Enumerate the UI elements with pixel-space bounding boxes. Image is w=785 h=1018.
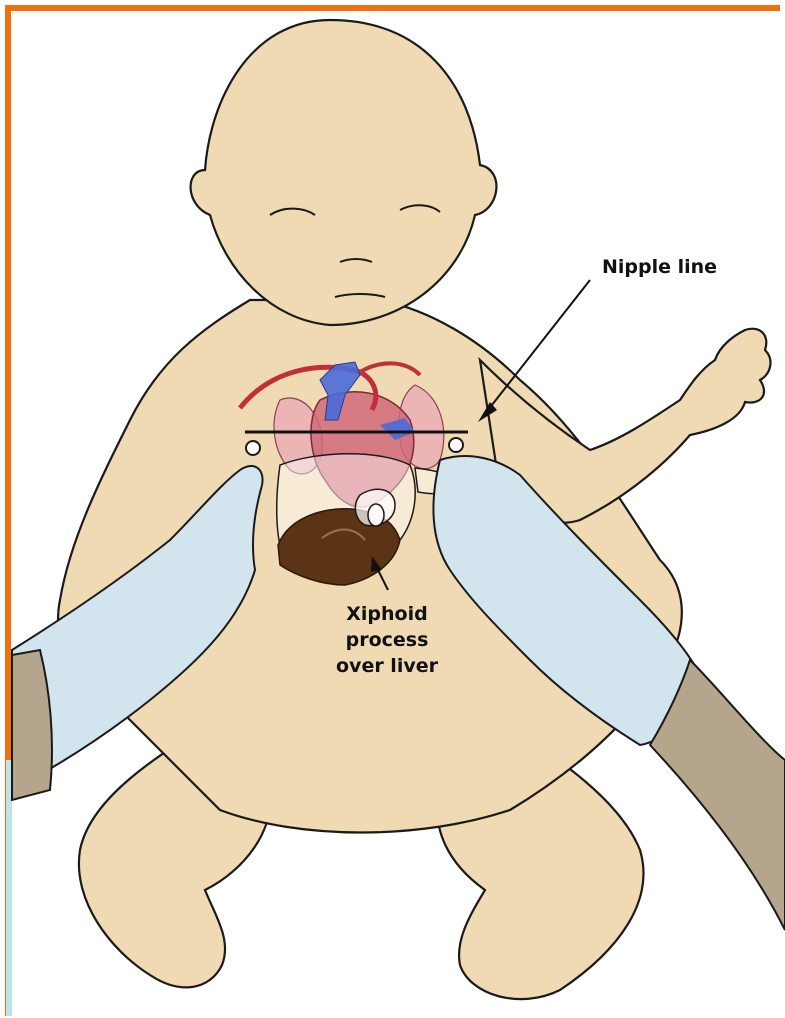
xiphoid-label-line2: process [346, 629, 429, 651]
xiphoid-label-line1: Xiphoid [346, 603, 427, 625]
right-nipple [449, 438, 463, 452]
left-nipple [246, 441, 260, 455]
left-sleeve [12, 650, 52, 800]
nipple-line-label: Nipple line [602, 256, 717, 278]
infant-head [191, 20, 497, 325]
xiphoid-label-line3: over liver [336, 655, 439, 677]
